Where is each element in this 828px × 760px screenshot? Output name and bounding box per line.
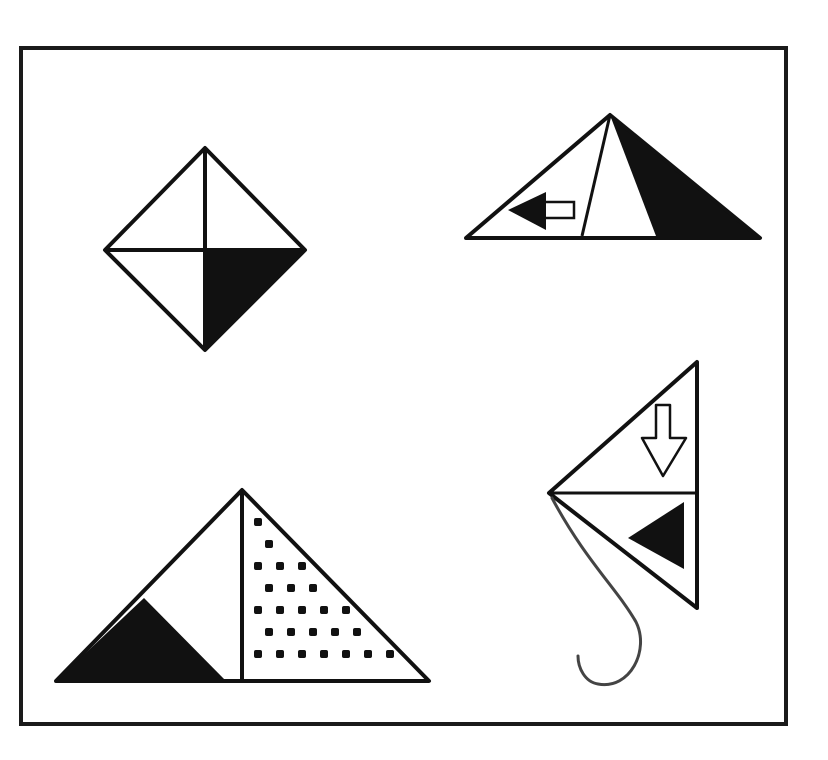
pattern-dot <box>276 562 284 570</box>
pattern-dot <box>254 606 262 614</box>
pattern-dot <box>276 606 284 614</box>
down-arrow <box>640 403 688 478</box>
diamond-figure <box>103 146 307 352</box>
mountain-inner-line <box>580 114 612 237</box>
pattern-dot <box>254 650 262 658</box>
dotted-triangle-figure <box>54 488 431 683</box>
pattern-dot <box>287 628 295 636</box>
mountain-triangle-figure <box>464 113 762 240</box>
pattern-dot <box>254 518 262 526</box>
left-arrow-shaft <box>546 200 576 220</box>
pattern-dot <box>298 650 306 658</box>
pattern-dot <box>342 606 350 614</box>
pattern-dot <box>353 628 361 636</box>
pattern-dot <box>265 628 273 636</box>
pattern-dot <box>342 650 350 658</box>
pattern-dot <box>298 606 306 614</box>
kite-shaded-triangle <box>628 502 684 569</box>
pattern-dot <box>320 606 328 614</box>
dotted-pattern <box>254 518 394 658</box>
pattern-dot <box>298 562 306 570</box>
pattern-dot <box>331 628 339 636</box>
pattern-dot <box>287 584 295 592</box>
pattern-dot <box>254 562 262 570</box>
pattern-dot <box>265 540 273 548</box>
pattern-dot <box>364 650 372 658</box>
pattern-dot <box>309 628 317 636</box>
kite-tail <box>550 496 642 687</box>
pattern-dot <box>265 584 273 592</box>
pattern-dot <box>276 650 284 658</box>
kite-outline <box>547 360 699 610</box>
pattern-dot <box>309 584 317 592</box>
dotted-triangle-black-region <box>56 598 226 681</box>
pattern-dot <box>386 650 394 658</box>
pattern-dot <box>320 650 328 658</box>
kite-figure <box>547 360 699 687</box>
left-arrow-head <box>508 192 546 230</box>
